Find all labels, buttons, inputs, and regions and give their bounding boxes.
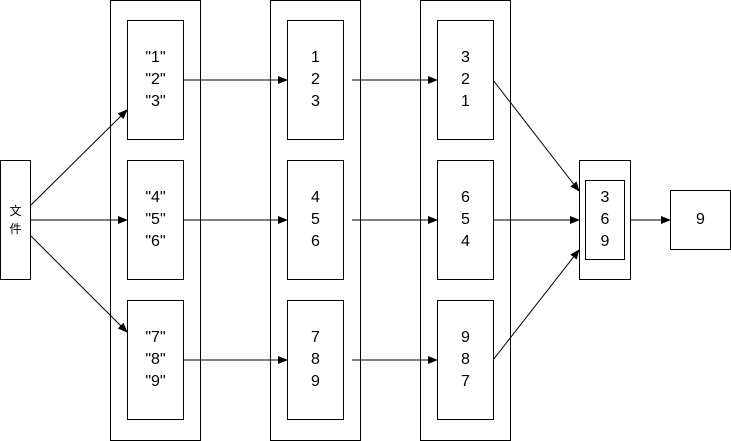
sort-line: 9 <box>461 329 470 346</box>
sort-line: 6 <box>461 189 470 206</box>
sort-line: 7 <box>461 373 470 390</box>
parse-line: 3 <box>311 93 320 110</box>
chunk-line: "5" <box>145 211 166 228</box>
parse-box-3: 7 8 9 <box>287 300 344 420</box>
source-line: 件 <box>9 222 22 236</box>
chunk-line: "2" <box>145 71 166 88</box>
chunk-box-1: "1" "2" "3" <box>127 20 184 140</box>
parse-line: 4 <box>311 189 320 206</box>
parse-line: 1 <box>311 49 320 66</box>
parse-line: 9 <box>311 373 320 390</box>
parse-box-2: 4 5 6 <box>287 160 344 280</box>
sort-box-1: 3 2 1 <box>437 20 494 140</box>
chunk-line: "4" <box>145 189 166 206</box>
merge-line: 3 <box>600 189 610 206</box>
source-file-box: 文 件 <box>0 160 31 280</box>
result-box: 9 <box>670 190 731 250</box>
parse-line: 8 <box>311 351 320 368</box>
arrow-source-to-chunk-1 <box>30 109 128 206</box>
merge-box: 3 6 9 <box>585 180 625 260</box>
chunk-line: "1" <box>145 49 166 66</box>
parse-line: 5 <box>311 211 320 228</box>
arrow-sort-1-to-merge <box>492 79 580 192</box>
merge-line: 6 <box>600 211 610 228</box>
source-line: 文 <box>9 204 22 218</box>
chunk-line: "7" <box>145 329 166 346</box>
result-value: 9 <box>696 211 705 228</box>
chunk-line: "9" <box>145 373 166 390</box>
sort-line: 8 <box>461 351 470 368</box>
chunk-line: "3" <box>145 93 166 110</box>
sort-line: 3 <box>461 49 470 66</box>
sort-line: 4 <box>461 233 470 250</box>
parse-line: 2 <box>311 71 320 88</box>
merge-line: 9 <box>600 233 610 250</box>
parse-line: 7 <box>311 329 320 346</box>
parse-box-1: 1 2 3 <box>287 20 344 140</box>
arrow-sort-3-to-merge <box>492 249 580 361</box>
parse-line: 6 <box>311 233 320 250</box>
sort-line: 5 <box>461 211 470 228</box>
sort-line: 2 <box>461 71 470 88</box>
arrow-source-to-chunk-3 <box>30 235 128 333</box>
sort-box-3: 9 8 7 <box>437 300 494 420</box>
chunk-box-3: "7" "8" "9" <box>127 300 184 420</box>
chunk-box-2: "4" "5" "6" <box>127 160 184 280</box>
sort-box-2: 6 5 4 <box>437 160 494 280</box>
chunk-line: "8" <box>145 351 166 368</box>
chunk-line: "6" <box>145 233 166 250</box>
sort-line: 1 <box>461 93 470 110</box>
